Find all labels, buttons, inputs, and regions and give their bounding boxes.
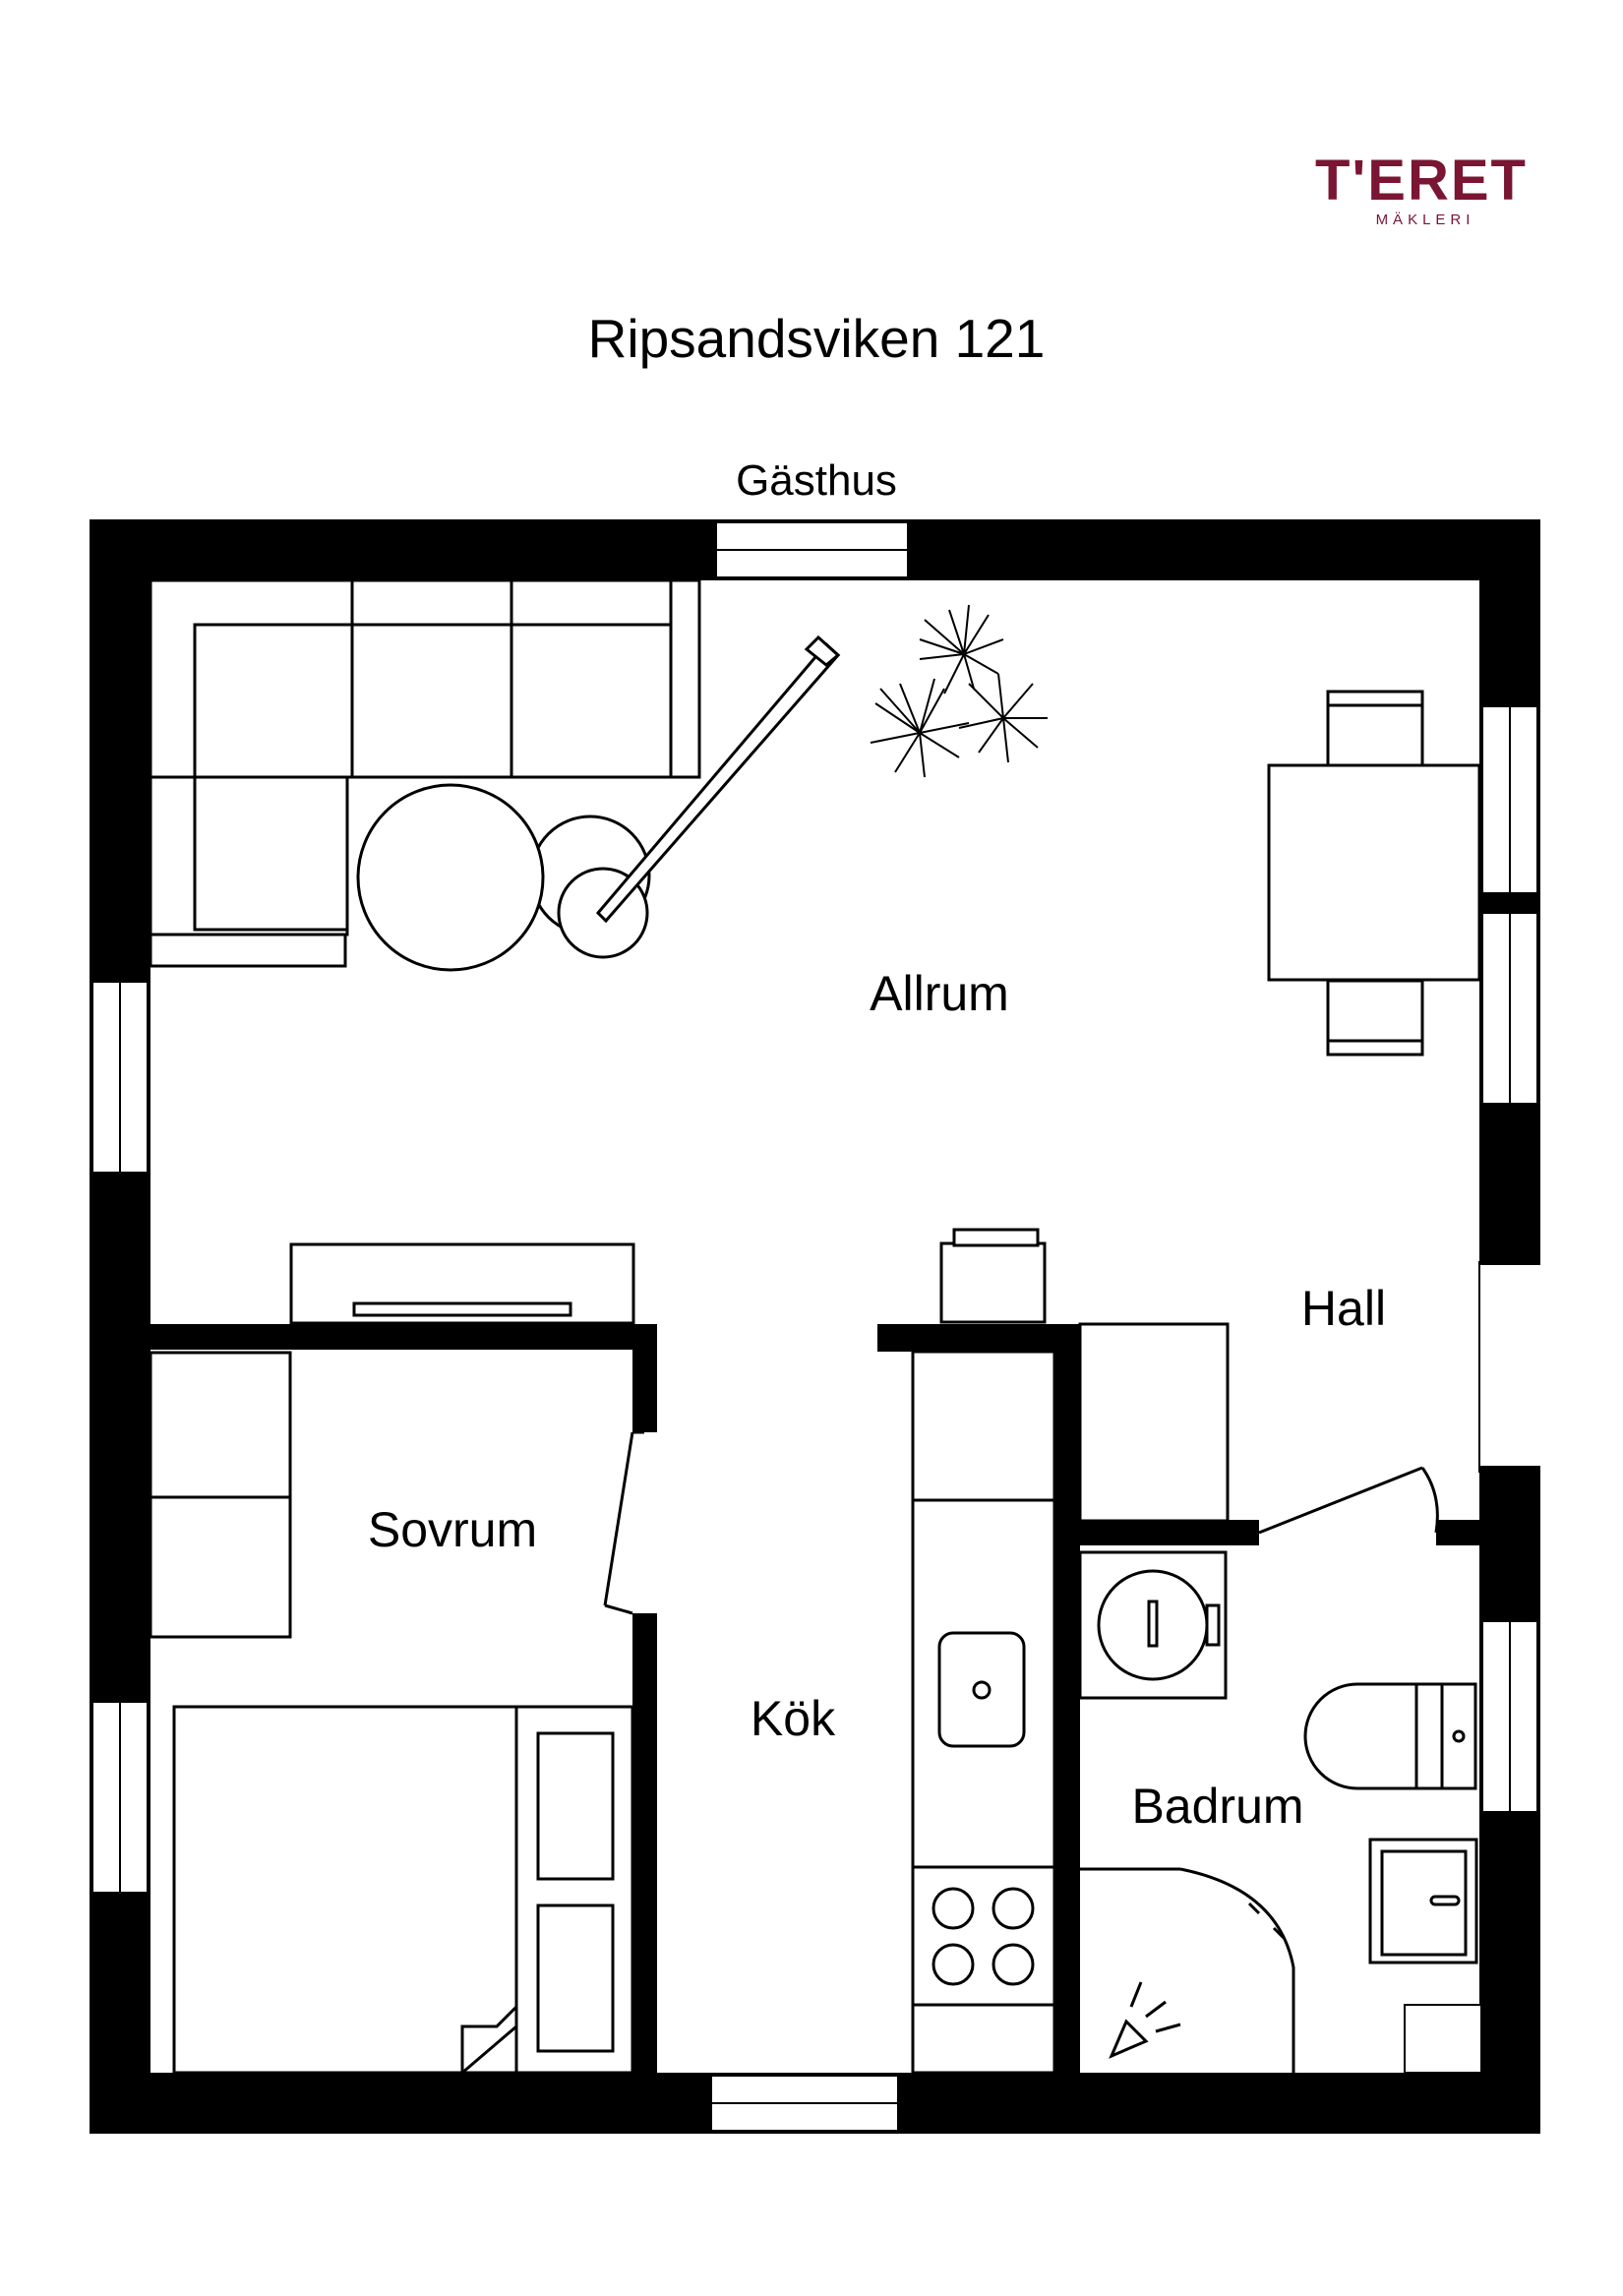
bed — [172, 1705, 634, 2075]
coffee-tables — [356, 783, 651, 972]
kitchen-sink — [937, 1631, 1026, 1748]
room-label-kok: Kök — [751, 1691, 836, 1746]
room-label-badrum: Badrum — [1131, 1779, 1303, 1834]
tv-bench — [289, 1242, 635, 1325]
stove — [932, 1887, 1035, 1986]
interior-walls — [148, 1324, 1485, 2076]
shower-tray — [1404, 2004, 1482, 2074]
light-icon — [1109, 1981, 1181, 2059]
entrance-opening — [1479, 1261, 1540, 1473]
sofa — [149, 578, 701, 968]
guesthouse-label: Gästhus — [736, 456, 897, 505]
windows — [91, 521, 1538, 2132]
room-label-hall: Hall — [1301, 1281, 1386, 1336]
hall-door — [1258, 1466, 1439, 1535]
washbasin — [1368, 1838, 1478, 1964]
floor-lamp — [595, 634, 841, 924]
page-title: Ripsandsviken 121 — [587, 308, 1046, 369]
hall-closet — [1078, 1322, 1230, 1523]
bedroom-door — [603, 1430, 644, 1615]
appliance — [939, 1228, 1047, 1324]
logo-wordmark: T'ERET — [1315, 149, 1528, 212]
washing-machine — [1078, 1550, 1228, 1700]
room-label-allrum: Allrum — [870, 966, 1009, 1021]
bathroom-door — [1080, 1867, 1295, 2073]
room-label-sovrum: Sovrum — [368, 1502, 537, 1557]
logo-subtitle: MÄKLERI — [1375, 211, 1475, 228]
dining-table — [1267, 690, 1481, 1057]
toilet — [1303, 1682, 1477, 1790]
logo: T'ERET MÄKLERI — [1279, 149, 1564, 229]
wardrobe — [149, 1351, 292, 1639]
plant-icon — [870, 604, 1048, 778]
